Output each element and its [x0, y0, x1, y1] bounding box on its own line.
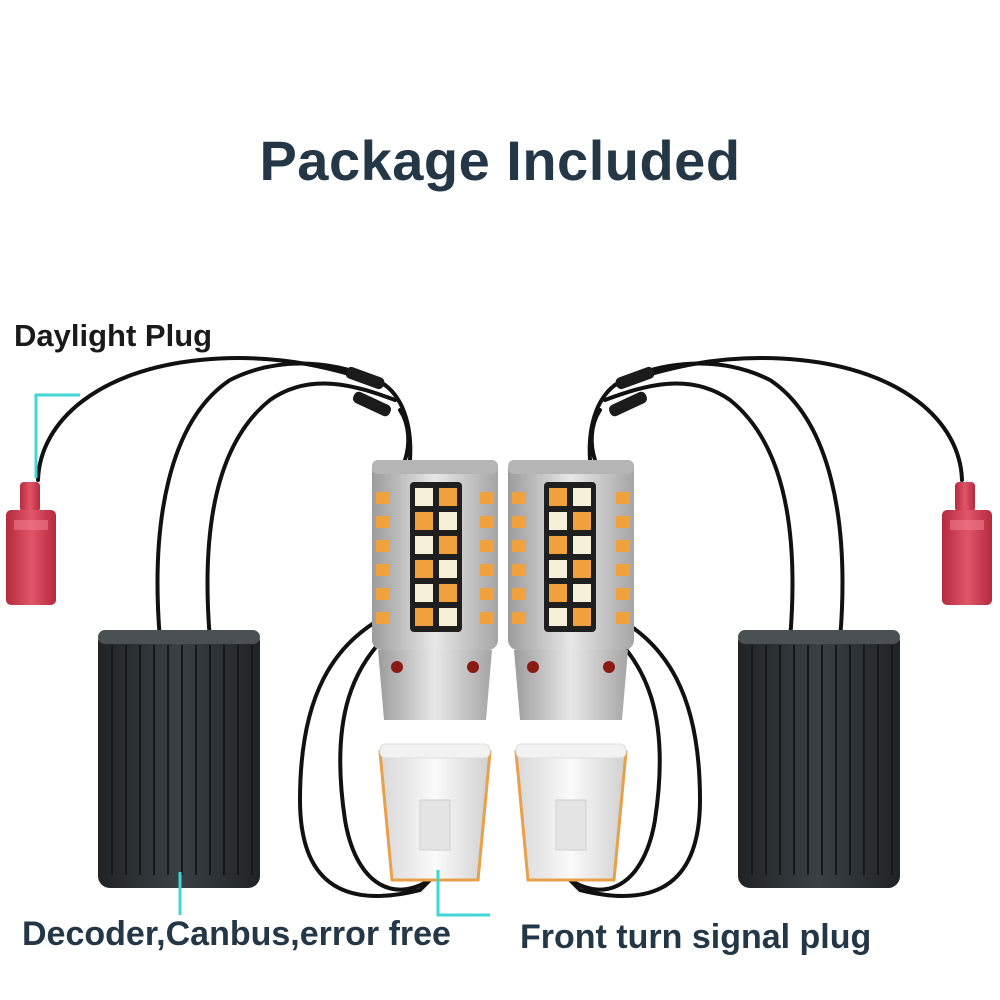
- wires-right: [558, 356, 964, 898]
- daylight-plug-left: [6, 482, 56, 605]
- label-daylight-plug: Daylight Plug: [14, 318, 213, 353]
- label-front-turn-signal-plug: Front turn signal plug: [520, 918, 872, 956]
- wire-sleeves: [345, 366, 655, 417]
- decoder-box-left: [98, 630, 260, 888]
- callout-daylight: [34, 393, 80, 478]
- label-decoder: Decoder,Canbus,error free: [22, 915, 451, 953]
- led-chips-right: [549, 488, 591, 626]
- led-bulb-left: [372, 460, 498, 882]
- page-title: Package Included: [259, 129, 741, 192]
- led-chips-left: [415, 488, 457, 626]
- callout-front: [436, 870, 490, 917]
- wires-left: [36, 356, 442, 898]
- decoder-box-right: [738, 630, 900, 888]
- daylight-plug-right: [942, 482, 992, 605]
- led-bulb-right: [508, 460, 634, 882]
- callout-lines: [34, 393, 490, 917]
